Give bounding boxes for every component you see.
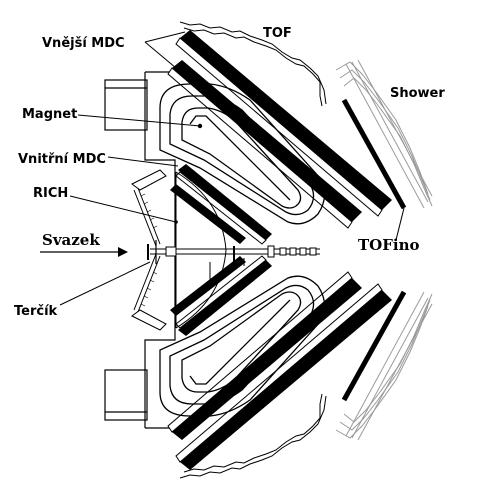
tof-label: TOF: [263, 26, 292, 41]
tof-bottom: [179, 393, 327, 479]
shower-label: Shower: [390, 86, 445, 101]
inner-mdc-label: Vnitřní MDC: [18, 152, 106, 167]
shower-top: [335, 59, 433, 209]
tofino-bars: [341, 98, 407, 402]
outer-mdc-label: Vnější MDC: [42, 36, 125, 51]
tofino-label: TOFino: [358, 236, 420, 254]
support-frame: [104, 71, 176, 429]
leader-lines: [59, 31, 405, 306]
inner-mdc-top: [170, 164, 272, 245]
target-label: Terčík: [14, 304, 58, 319]
beam-label: Svazek: [42, 231, 100, 249]
beam-pipe: [147, 240, 320, 264]
tof-top: [179, 21, 327, 107]
magnet-label: Magnet: [22, 107, 77, 122]
shower-bottom: [335, 291, 433, 441]
magnet-coil-top: [159, 83, 326, 225]
beam-arrow: [40, 247, 128, 257]
inner-mdc-bottom: [170, 255, 272, 336]
rich-label: RICH: [33, 186, 68, 201]
magnet-coil-bottom: [159, 275, 326, 417]
